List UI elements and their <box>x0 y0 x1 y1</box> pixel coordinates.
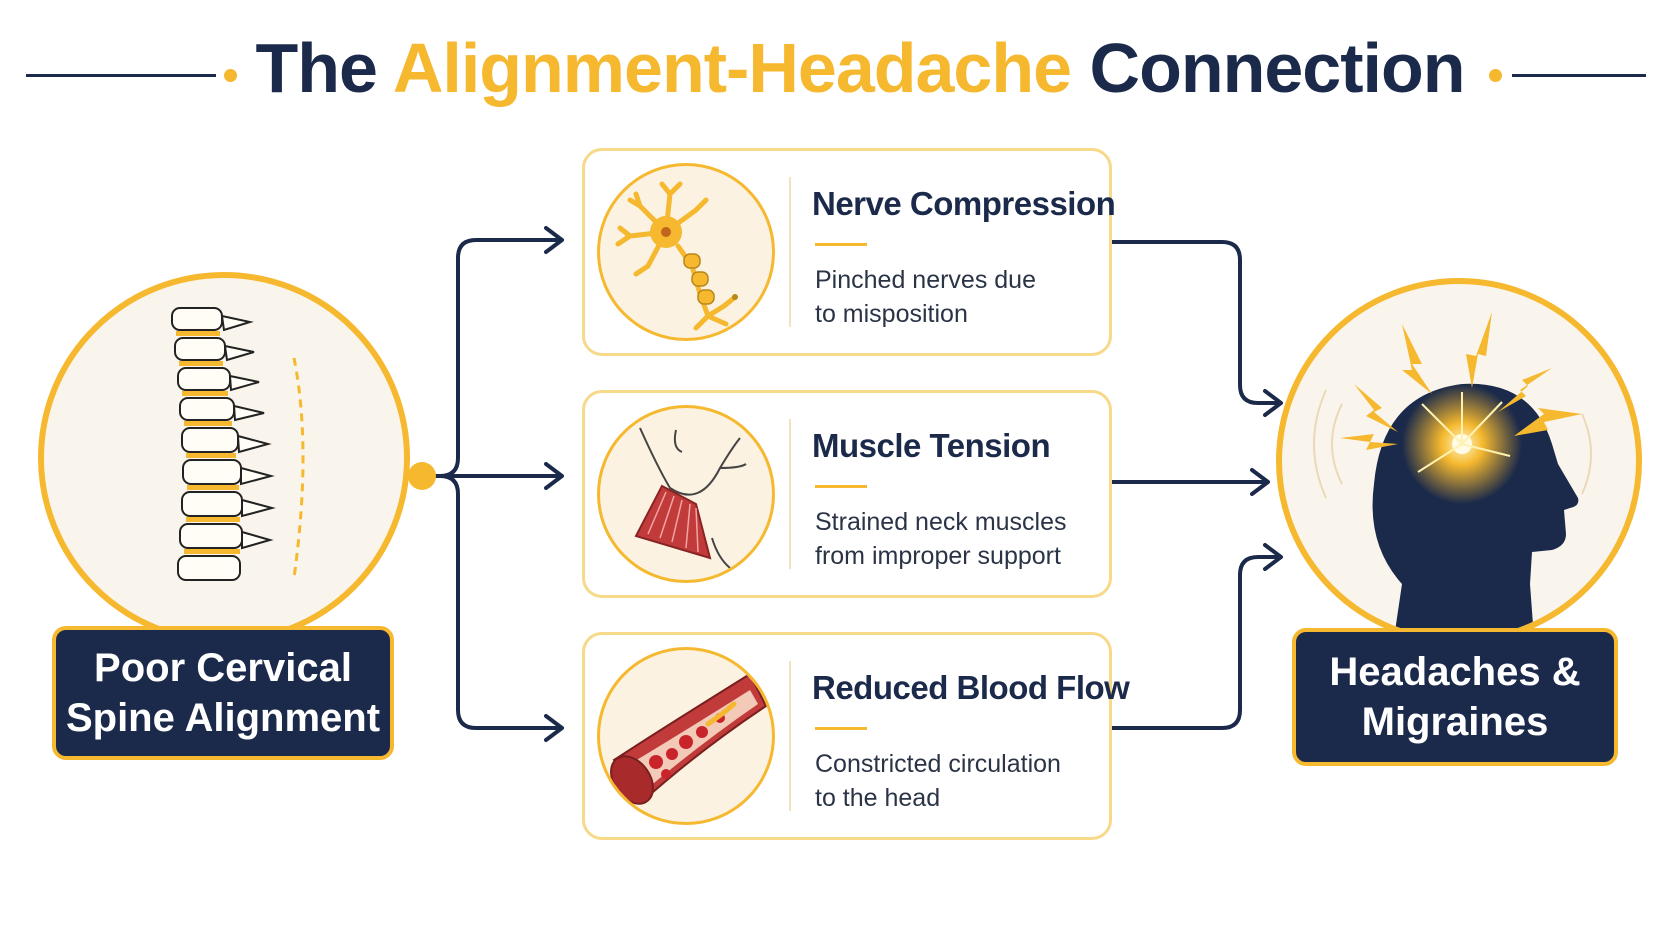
muscle-card-divider <box>789 419 791 569</box>
title-left-rule <box>26 74 216 77</box>
neck-muscle-icon <box>634 427 747 569</box>
muscle-card-desc: Strained neck muscles from improper supp… <box>815 505 1105 573</box>
muscle-icon-circle <box>597 405 775 583</box>
ideal-curve-line <box>292 357 305 579</box>
nerve-desc-line2: to misposition <box>815 300 968 328</box>
blood-card-accent <box>815 727 867 730</box>
card-muscle-tension: Muscle Tension Strained neck muscles fro… <box>582 390 1112 598</box>
spine-icon <box>171 307 305 581</box>
muscle-desc-line2: from improper support <box>815 542 1061 570</box>
muscle-card-title: Muscle Tension <box>812 427 1051 464</box>
title-highlight: Alignment-Headache <box>392 29 1072 107</box>
arrow-to-blood-head <box>544 714 564 742</box>
head-pain-icon <box>1313 312 1592 638</box>
head-circle <box>1276 278 1642 644</box>
arrow-to-nerve-head <box>544 226 564 254</box>
arrow-blood-to-head-tip <box>1263 543 1283 571</box>
blood-vessel-icon <box>610 672 768 805</box>
blood-desc-line2: to the head <box>815 784 941 812</box>
arrow-to-muscle-head <box>544 462 564 490</box>
title-row: The Alignment-Headache Connection <box>0 18 1672 118</box>
title-right-dot <box>1489 69 1502 82</box>
source-label: Poor Cervical Spine Alignment <box>52 626 394 760</box>
blood-icon-circle <box>597 647 775 825</box>
card-reduced-blood-flow: Reduced Blood Flow Constricted circulati… <box>582 632 1130 840</box>
spinous-processes <box>220 314 276 550</box>
lightning-bolts <box>1340 312 1582 450</box>
page-title: The Alignment-Headache Connection <box>250 18 1470 118</box>
spine-circle <box>38 272 410 644</box>
blood-card-divider <box>789 661 791 811</box>
nerve-icon-circle <box>597 163 775 341</box>
arrow-nerve-to-head <box>1110 240 1280 405</box>
source-label-line2: Spine Alignment <box>65 696 381 740</box>
arrow-to-blood <box>420 474 562 730</box>
blood-card-desc: Constricted circulation to the head <box>815 747 1105 815</box>
arrow-blood-to-head <box>1110 555 1280 730</box>
junction-dot <box>408 462 436 490</box>
nerve-card-desc: Pinched nerves due to misposition <box>815 263 1105 331</box>
title-part1: The <box>255 29 393 107</box>
muscle-card-accent <box>815 485 867 488</box>
neuron-icon <box>615 181 738 331</box>
card-nerve-compression: Nerve Compression Pinched nerves due to … <box>582 148 1116 356</box>
title-left-dot <box>224 69 237 82</box>
nerve-card-divider <box>789 177 791 327</box>
blood-desc-line1: Constricted circulation <box>815 750 1061 778</box>
nerve-card-accent <box>815 243 867 246</box>
outcome-label: Headaches & Migraines <box>1292 628 1618 766</box>
nerve-desc-line1: Pinched nerves due <box>815 266 1036 294</box>
source-label-line1: Poor Cervical <box>94 646 352 690</box>
muscle-desc-line1: Strained neck muscles <box>815 508 1067 536</box>
outcome-label-line1: Headaches & <box>1329 650 1581 694</box>
title-right-rule <box>1512 74 1646 77</box>
blood-card-title: Reduced Blood Flow <box>812 669 1130 706</box>
arrow-nerve-to-head-tip <box>1263 389 1283 417</box>
nerve-card-title: Nerve Compression <box>812 185 1116 222</box>
title-part2: Connection <box>1071 29 1466 107</box>
outcome-label-line2: Migraines <box>1361 700 1549 744</box>
arrow-muscle-to-head-tip <box>1250 468 1270 496</box>
arrow-to-nerve <box>420 238 562 478</box>
